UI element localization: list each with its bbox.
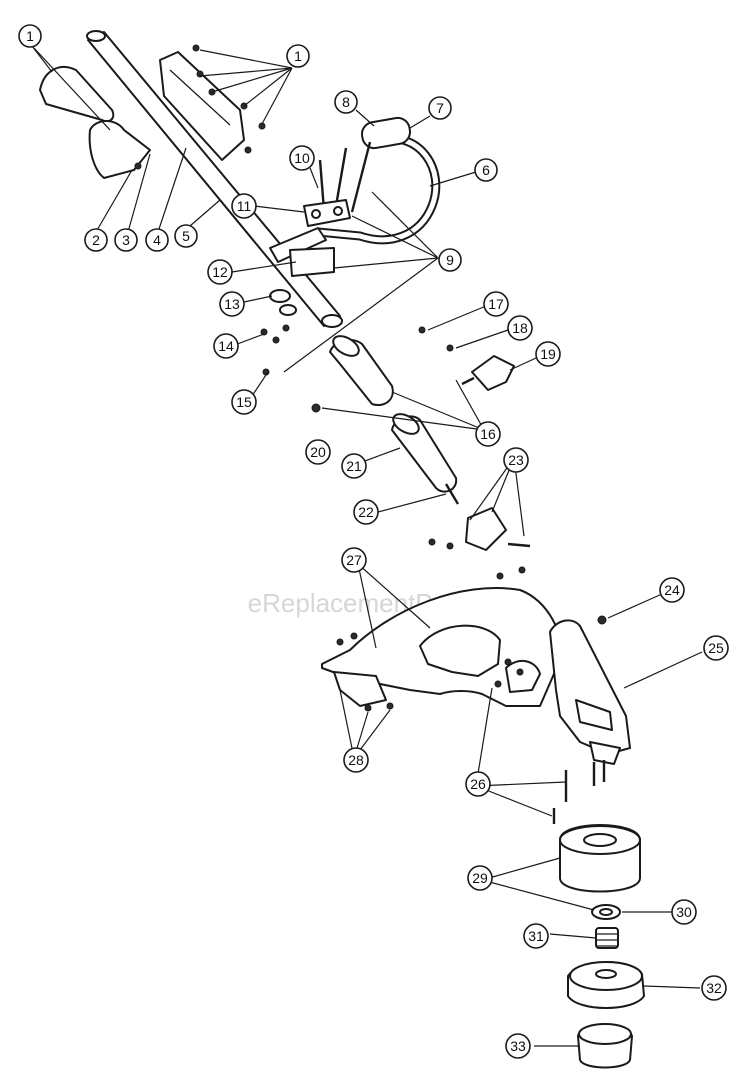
callout-29: 29 bbox=[467, 865, 493, 891]
callout-13: 13 bbox=[219, 291, 245, 317]
callout-20: 20 bbox=[305, 439, 331, 465]
callout-19: 19 bbox=[535, 341, 561, 367]
loop-handle bbox=[269, 134, 441, 263]
svg-text:14: 14 bbox=[218, 338, 234, 354]
svg-text:15: 15 bbox=[236, 394, 252, 410]
svg-text:18: 18 bbox=[512, 320, 528, 336]
rear-grip-trigger-half bbox=[88, 120, 151, 179]
spacer bbox=[269, 289, 297, 316]
callout-31: 31 bbox=[523, 923, 549, 949]
gear-head-screw bbox=[597, 615, 607, 625]
svg-text:8: 8 bbox=[342, 94, 350, 110]
washer bbox=[591, 904, 621, 920]
callout-4: 4 bbox=[145, 228, 169, 252]
svg-text:3: 3 bbox=[122, 232, 130, 248]
callout-10: 10 bbox=[289, 145, 315, 171]
callout-26: 26 bbox=[465, 771, 491, 797]
callout-24: 24 bbox=[659, 577, 685, 603]
callout-2: 2 bbox=[84, 228, 108, 252]
callout-14: 14 bbox=[213, 333, 239, 359]
callout-33: 33 bbox=[505, 1033, 531, 1059]
svg-text:6: 6 bbox=[482, 162, 490, 178]
guard-bracket bbox=[333, 671, 394, 712]
callout-12: 12 bbox=[207, 259, 233, 285]
callout-8: 8 bbox=[334, 90, 358, 114]
svg-text:27: 27 bbox=[346, 552, 362, 568]
callout-7: 7 bbox=[428, 96, 452, 120]
callout-9: 9 bbox=[438, 248, 462, 272]
svg-text:5: 5 bbox=[182, 228, 190, 244]
svg-text:9: 9 bbox=[446, 252, 454, 268]
handle-bolts bbox=[318, 141, 372, 213]
coupler-knob bbox=[461, 355, 515, 391]
rear-grip-right-half bbox=[159, 51, 245, 161]
svg-text:20: 20 bbox=[310, 444, 326, 460]
callout-15: 15 bbox=[231, 389, 257, 415]
guard-nuts bbox=[336, 566, 526, 688]
svg-text:13: 13 bbox=[224, 296, 240, 312]
handle-clamp bbox=[303, 199, 351, 227]
coupler-screws bbox=[311, 326, 454, 413]
callout-25: 25 bbox=[703, 635, 729, 661]
spool bbox=[567, 961, 645, 1009]
svg-text:12: 12 bbox=[212, 264, 228, 280]
svg-text:29: 29 bbox=[472, 870, 488, 886]
callout-17: 17 bbox=[483, 291, 509, 317]
callout-32: 32 bbox=[701, 975, 727, 1001]
spool-housing bbox=[559, 824, 641, 893]
bump-knob bbox=[577, 1023, 633, 1069]
svg-text:24: 24 bbox=[664, 582, 680, 598]
spring bbox=[595, 927, 619, 949]
callout-22: 22 bbox=[353, 499, 379, 525]
handle-bracket bbox=[289, 247, 335, 277]
callout-16: 16 bbox=[475, 421, 501, 447]
svg-text:2: 2 bbox=[92, 232, 100, 248]
callout-27: 27 bbox=[341, 547, 367, 573]
svg-text:11: 11 bbox=[237, 198, 252, 214]
lower-shaft bbox=[391, 413, 458, 493]
callout-21: 21 bbox=[341, 453, 367, 479]
svg-text:1: 1 bbox=[294, 48, 302, 64]
svg-text:19: 19 bbox=[540, 346, 556, 362]
callout-28: 28 bbox=[343, 747, 369, 773]
svg-text:31: 31 bbox=[528, 928, 544, 944]
svg-text:32: 32 bbox=[706, 980, 722, 996]
leader-lines bbox=[31, 45, 703, 1047]
callout-1b: 1 bbox=[286, 44, 310, 68]
svg-text:10: 10 bbox=[294, 150, 310, 166]
svg-text:16: 16 bbox=[480, 426, 496, 442]
drive-shaft-tip bbox=[444, 483, 460, 505]
svg-text:28: 28 bbox=[348, 752, 364, 768]
shaft-clamp bbox=[428, 507, 531, 551]
svg-text:26: 26 bbox=[470, 776, 486, 792]
callout-5: 5 bbox=[174, 224, 198, 248]
svg-text:30: 30 bbox=[676, 904, 692, 920]
callout-18: 18 bbox=[507, 315, 533, 341]
svg-text:17: 17 bbox=[488, 296, 504, 312]
shaft-coupler bbox=[329, 335, 394, 406]
svg-text:7: 7 bbox=[436, 100, 444, 116]
small-nuts bbox=[260, 324, 290, 376]
grass-guard bbox=[321, 587, 563, 707]
callout-11: 11 bbox=[231, 193, 257, 219]
callout-6: 6 bbox=[474, 158, 498, 182]
mounting-bolts bbox=[552, 760, 606, 824]
callout-23: 23 bbox=[503, 447, 529, 473]
callout-1a: 1 bbox=[18, 24, 42, 48]
gear-head bbox=[549, 619, 631, 765]
svg-text:22: 22 bbox=[358, 504, 374, 520]
svg-text:25: 25 bbox=[708, 640, 724, 656]
svg-text:1: 1 bbox=[26, 28, 34, 44]
svg-text:23: 23 bbox=[508, 452, 524, 468]
svg-text:4: 4 bbox=[153, 232, 161, 248]
svg-text:33: 33 bbox=[510, 1038, 526, 1054]
callout-3: 3 bbox=[114, 228, 138, 252]
svg-text:21: 21 bbox=[346, 458, 362, 474]
callout-30: 30 bbox=[671, 899, 697, 925]
